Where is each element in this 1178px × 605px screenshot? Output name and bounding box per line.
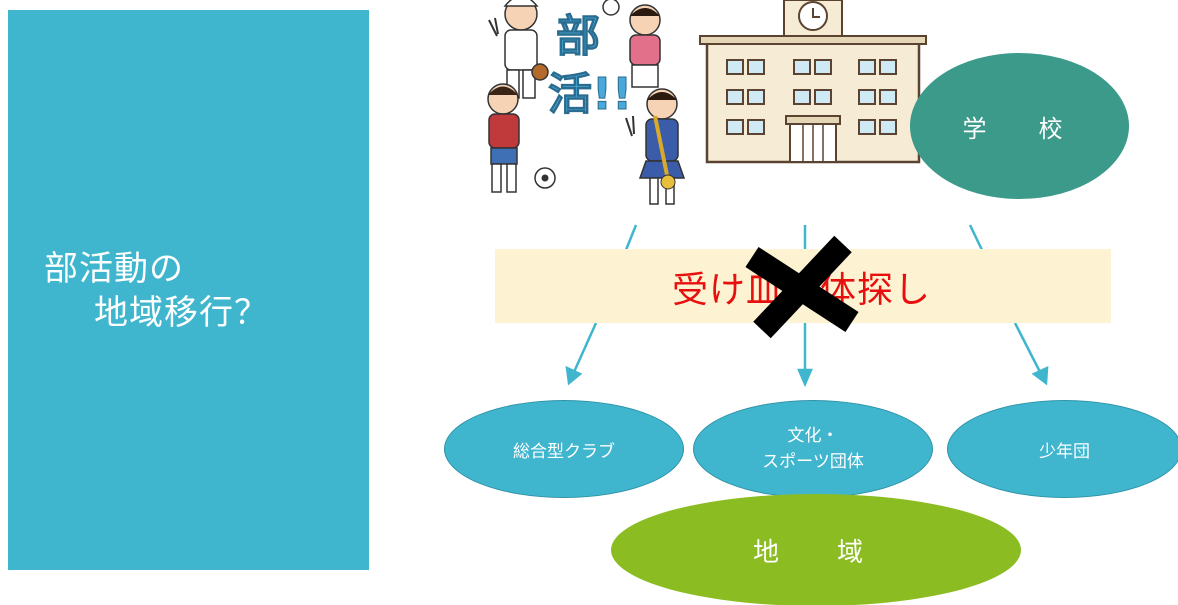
culture-sports-label-line-2: スポーツ団体 [762, 452, 864, 472]
school-label: 学 校 [962, 114, 1077, 143]
baseball-player-icon [488, 0, 549, 99]
slide-title: 部活動の 地域移行？ [44, 247, 269, 335]
arrow-to-youth-group [1013, 322, 1042, 373]
youth-group-label: 少年団 [1039, 441, 1090, 462]
connector-arrows [565, 224, 1049, 388]
arrow-head-left [565, 365, 583, 386]
connector-line-left-top [624, 224, 638, 251]
region-ellipse: 地 域 [611, 494, 1021, 605]
brass-band-player-icon [625, 88, 686, 205]
culture-sports-label-line-1: 文化・ [787, 426, 839, 446]
region-label: 地 域 [752, 537, 879, 568]
school-building-illustration [699, 0, 927, 164]
volleyball-player-icon [602, 0, 661, 88]
title-panel [8, 10, 369, 570]
school-ellipse: 学 校 [910, 53, 1129, 199]
arrow-to-sogo-club [572, 322, 598, 373]
arrow-head-right [1031, 365, 1049, 386]
culture-sports-group-label: 文化・ スポーツ団体 [762, 423, 864, 475]
sogo-club-ellipse: 総合型クラブ [444, 400, 684, 498]
culture-sports-group-ellipse: 文化・ スポーツ団体 [693, 400, 933, 498]
slide-title-line-2: 地域移行？ [94, 293, 269, 333]
soccer-player-icon [487, 83, 556, 193]
sogo-club-label: 総合型クラブ [513, 441, 615, 462]
arrow-head-center [797, 368, 813, 388]
x-mark-icon [745, 235, 859, 339]
youth-group-ellipse: 少年団 [947, 400, 1178, 498]
connector-line-right-top [968, 224, 984, 251]
students-club-activities-illustration [487, 0, 686, 205]
slide-title-line-1: 部活動の [44, 249, 184, 289]
